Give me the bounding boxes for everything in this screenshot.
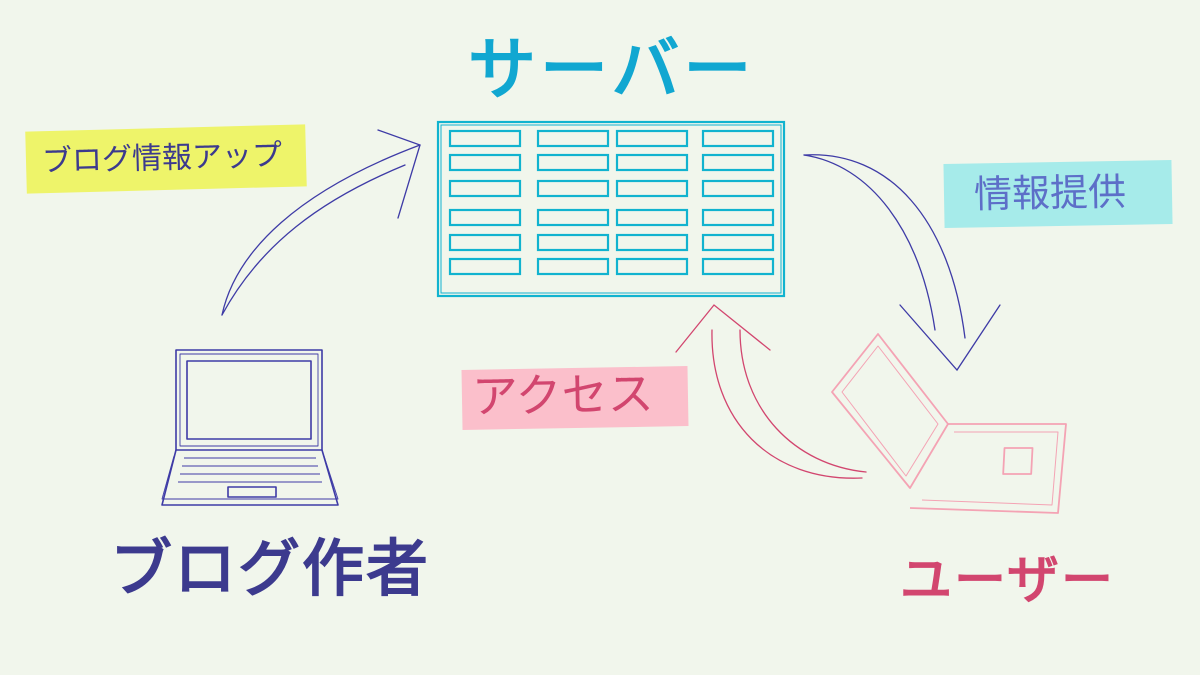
access-tag-text: アクセス <box>471 366 655 424</box>
server-cells <box>448 129 775 276</box>
arrow-upload <box>221 129 421 316</box>
author-laptop-icon <box>161 349 339 506</box>
server-cell <box>536 129 610 148</box>
provide-tag: 情報提供 <box>943 160 1173 228</box>
server-cell <box>536 233 610 252</box>
server-cell <box>615 179 689 198</box>
blog-author-label: ブログ作者 <box>110 532 431 605</box>
server-cell <box>536 179 610 198</box>
server-cell <box>615 233 689 252</box>
server-frame <box>436 120 786 298</box>
upload-tag: ブログ情報アップ <box>25 124 307 194</box>
server-cell <box>615 129 689 148</box>
server-cell <box>448 208 522 227</box>
user-label: ユーザー <box>900 550 1115 611</box>
server-icon <box>436 120 786 298</box>
server-cell <box>701 153 775 172</box>
server-cell <box>701 179 775 198</box>
server-cell <box>448 233 522 252</box>
user-laptop-icon <box>831 333 1067 514</box>
server-cell <box>448 257 522 276</box>
arrow-access <box>675 304 867 479</box>
arrow-provide <box>803 154 1001 372</box>
server-cell <box>615 208 689 227</box>
server-cell <box>701 257 775 276</box>
server-cell <box>536 257 610 276</box>
server-cell <box>701 129 775 148</box>
server-cell <box>536 208 610 227</box>
server-cell <box>701 208 775 227</box>
server-cell <box>701 233 775 252</box>
upload-tag-text: ブログ情報アップ <box>41 137 283 180</box>
server-cell <box>448 153 522 172</box>
server-cell <box>448 129 522 148</box>
server-label: サーバー <box>468 30 756 110</box>
server-cell <box>448 179 522 198</box>
server-cell <box>615 153 689 172</box>
server-cell <box>536 153 610 172</box>
access-tag: アクセス <box>461 366 689 430</box>
provide-tag-text: 情報提供 <box>973 169 1127 217</box>
server-cell <box>615 257 689 276</box>
server-frame-inner <box>440 124 782 294</box>
